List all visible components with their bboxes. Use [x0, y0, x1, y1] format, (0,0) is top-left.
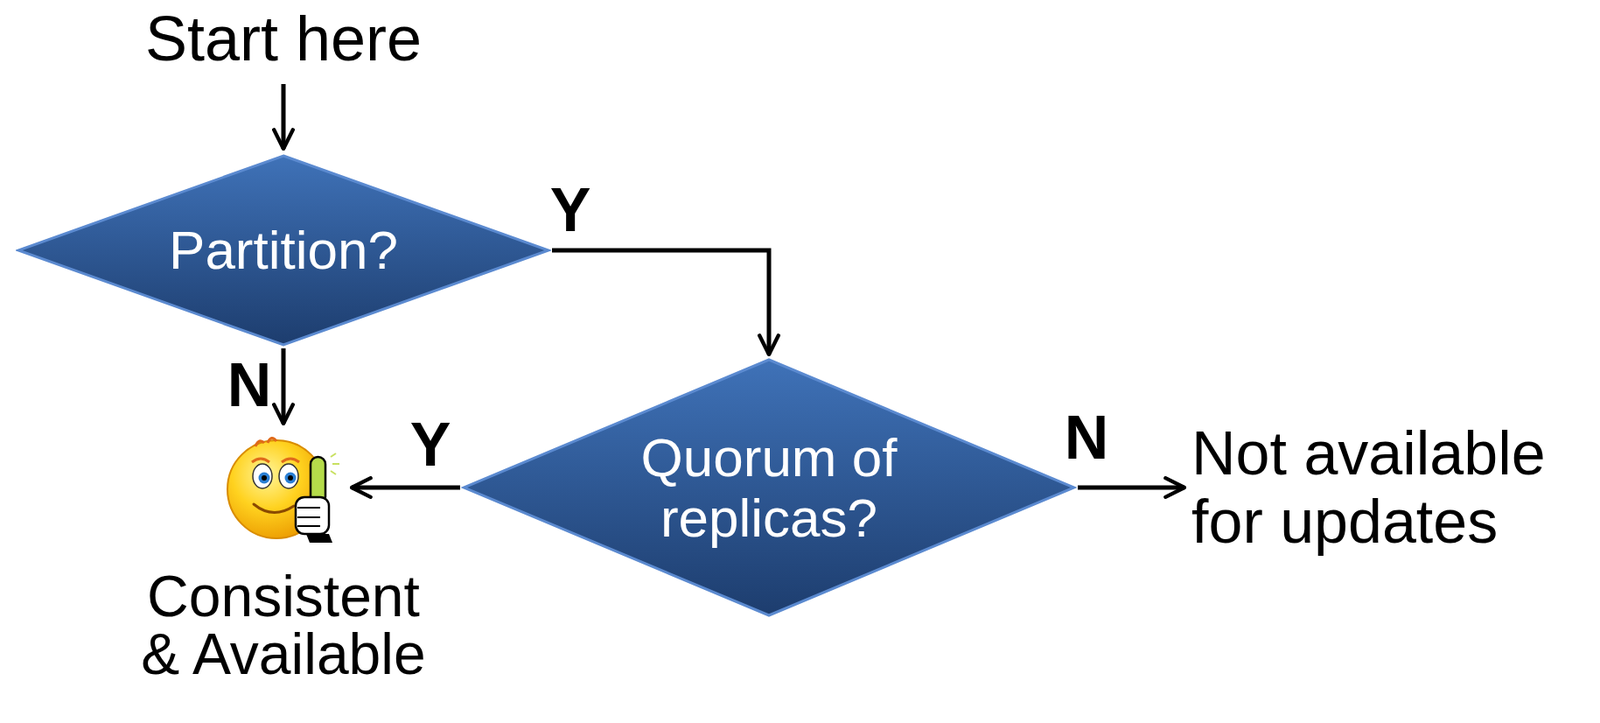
- diamond-shape: [463, 359, 1075, 615]
- outcome-label: Consistent & Available: [130, 566, 437, 683]
- diamond-shape: [18, 155, 549, 345]
- decision-diamond: Quorum of replicas?: [461, 356, 1077, 618]
- flow-arrow: [551, 250, 769, 355]
- outcome-text: Not available for updates: [1191, 419, 1568, 557]
- decision-text: Quorum of replicas?: [620, 426, 918, 549]
- start-arrow: [281, 83, 287, 149]
- branch-label: N: [227, 354, 273, 416]
- flow-arrow: [1077, 485, 1185, 490]
- branch-label: Y: [410, 413, 452, 476]
- diamond-text-area: Quorum of replicas?: [461, 356, 1077, 618]
- flow-arrow: [281, 348, 287, 424]
- smiley-icon: [222, 430, 345, 545]
- decision-diamond: Partition?: [15, 153, 552, 348]
- smiley-icon-box: [222, 430, 345, 545]
- outcome-label: Not available for updates: [1191, 419, 1568, 557]
- branch-label: Y: [550, 179, 592, 241]
- start-label: Start here: [145, 6, 422, 70]
- flow-arrow: [351, 485, 461, 490]
- outcome-smiley: Consistent & Available: [130, 430, 437, 683]
- decision-text: Partition?: [168, 219, 399, 280]
- branch-label: N: [1064, 406, 1110, 469]
- diamond-text-area: Partition?: [15, 153, 552, 348]
